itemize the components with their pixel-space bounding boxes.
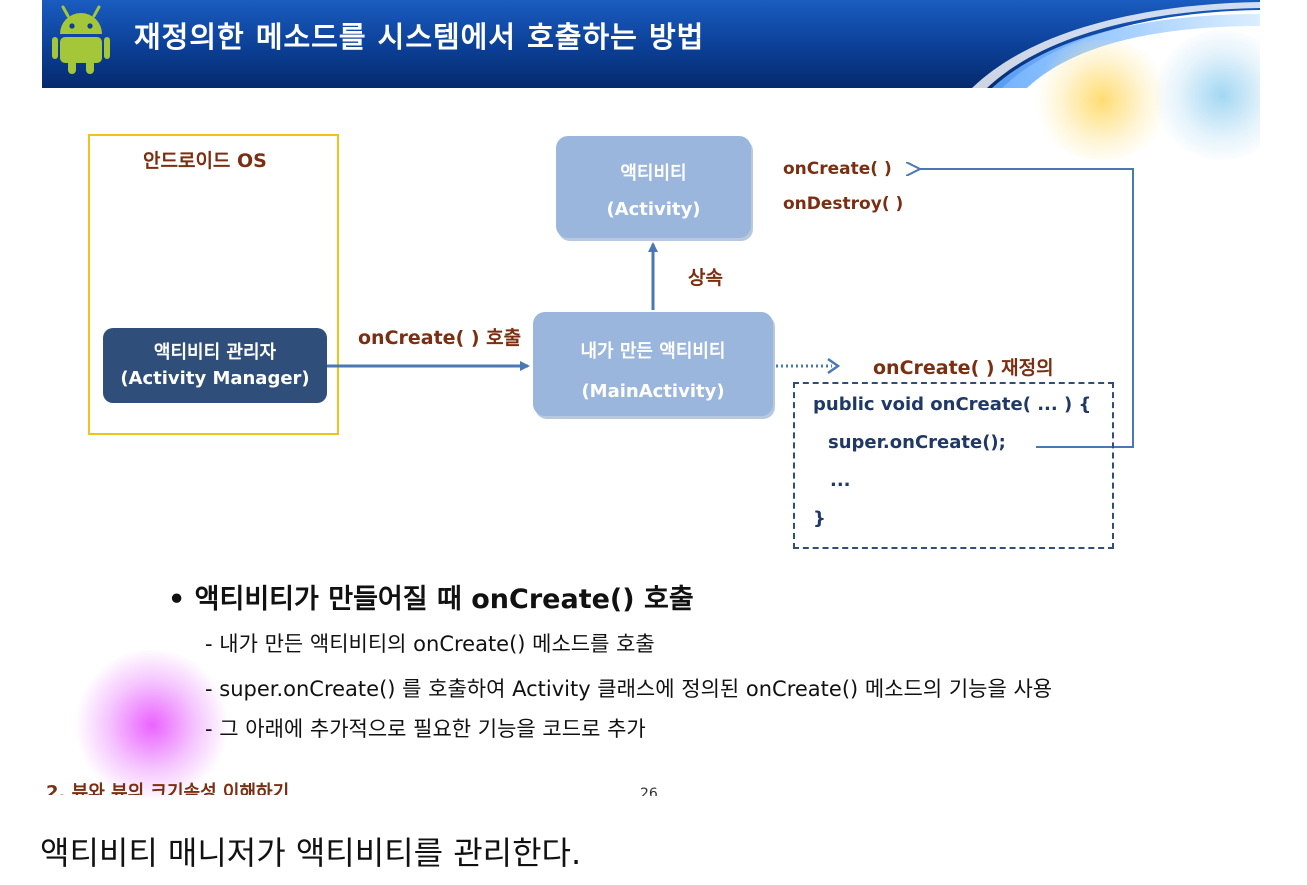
decorative-orb-blue [1152, 30, 1260, 160]
slide-title: 재정의한 메소드를 시스템에서 호출하는 방법 [134, 20, 705, 54]
footer-page-number: 26 [640, 786, 658, 796]
code-line-2: super.onCreate(); [828, 432, 1006, 453]
code-box [793, 382, 1114, 549]
decorative-orb-magenta [72, 650, 232, 800]
activity-manager-box: 액티비티 관리자 (Activity Manager) [103, 328, 327, 403]
main-activity-english: (MainActivity) [581, 381, 725, 402]
method-oncreate: onCreate( ) [783, 159, 892, 179]
caption-text: 액티비티 매니저가 액티비티를 관리한다. [40, 834, 582, 872]
call-label: onCreate( ) 호출 [358, 327, 522, 349]
bullet-item: - super.onCreate() 를 호출하여 Activity 클래스에 … [205, 677, 1053, 701]
bullet-item: - 그 아래에 추가적으로 필요한 기능을 코드로 추가 [205, 717, 646, 741]
code-line-4: } [813, 508, 826, 529]
code-line-3: ... [830, 470, 851, 491]
activity-box: 액티비티 (Activity) [556, 136, 751, 238]
android-os-box [88, 134, 339, 435]
main-activity-box: 내가 만든 액티비티 (MainActivity) [533, 312, 773, 416]
activity-manager-name: 액티비티 관리자 [153, 342, 277, 363]
code-line-1: public void onCreate( ... ) { [813, 394, 1092, 415]
activity-manager-english: (Activity Manager) [120, 368, 310, 389]
super-call-arrow [918, 169, 1134, 448]
bullet-heading: • 액티비티가 만들어질 때 onCreate() 호출 [168, 584, 694, 615]
method-ondestroy: onDestroy( ) [783, 194, 904, 214]
inherit-label: 상속 [688, 267, 723, 289]
decorative-orb-yellow [1032, 40, 1172, 160]
activity-english: (Activity) [606, 199, 701, 220]
android-os-label: 안드로이드 OS [143, 150, 267, 172]
bullet-item: - 내가 만든 액티비티의 onCreate() 메소드를 호출 [205, 632, 655, 656]
override-label: onCreate( ) 재정의 [873, 357, 1054, 379]
activity-name: 액티비티 [620, 163, 687, 184]
main-activity-name: 내가 만든 액티비티 [580, 341, 726, 362]
footer-section-title: 2. 뷰와 뷰의 크기속성 이해하기 [46, 782, 290, 795]
title-banner: 재정의한 메소드를 시스템에서 호출하는 방법 [42, 0, 1260, 88]
